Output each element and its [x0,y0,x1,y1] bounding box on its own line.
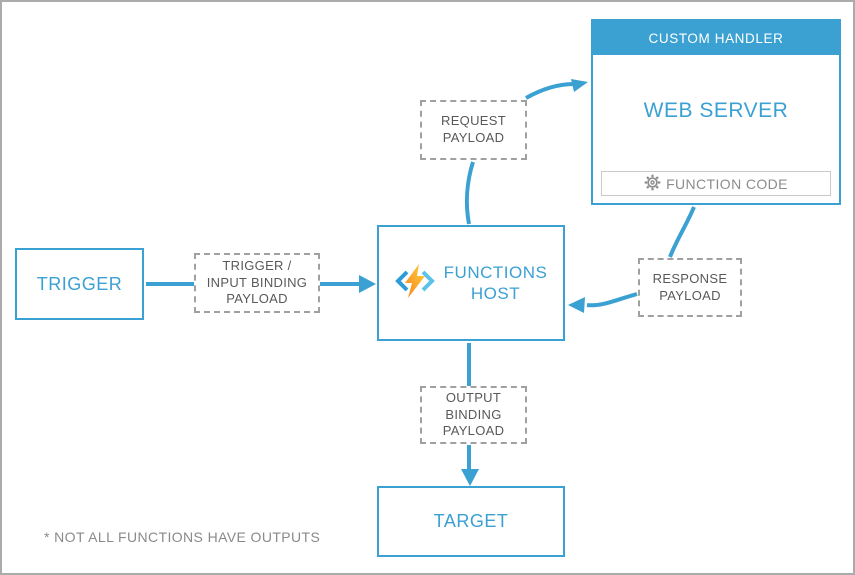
footnote: * NOT ALL FUNCTIONS HAVE OUTPUTS [44,529,321,545]
arrowhead-into-host-right [568,297,585,313]
target-label: TARGET [433,511,509,531]
output-binding-payload-box: OUTPUT BINDING PAYLOAD [420,386,527,444]
trigger-node: TRIGGER [15,248,144,320]
function-code-label: FUNCTION CODE [666,175,788,192]
function-code-bar: FUNCTION CODE [601,171,831,196]
web-server-label: WEB SERVER [643,99,789,122]
arrow-request-to-handler-line [525,82,575,100]
response-payload-box: RESPONSE PAYLOAD [638,258,742,317]
arrow-response-to-host-line [586,292,638,308]
request-payload-box: REQUEST PAYLOAD [420,100,527,160]
trigger-input-binding-payload-box: TRIGGER / INPUT BINDING PAYLOAD [194,253,320,313]
trigger-input-binding-payload-label: TRIGGER / INPUT BINDING PAYLOAD [206,257,308,307]
arrowhead-into-host-left [359,275,376,293]
output-binding-payload-label: OUTPUT BINDING PAYLOAD [442,389,505,439]
request-payload-label: REQUEST PAYLOAD [441,113,506,145]
custom-handler-title: CUSTOM HANDLER [648,30,784,46]
response-payload-label: RESPONSE PAYLOAD [652,270,728,303]
trigger-label: TRIGGER [36,273,123,294]
arrow-handler-to-response-line [668,206,696,258]
functions-host-label: FUNCTIONS HOST [443,262,548,303]
target-node: TARGET [377,486,565,557]
arrow-host-to-request-line [464,161,475,225]
functions-host-node: FUNCTIONS HOST [377,225,565,341]
arrowhead-into-target [461,469,479,486]
custom-handler-node: CUSTOM HANDLER WEB SERVER [591,19,841,205]
gear-icon [644,174,661,194]
azure-functions-lightning-icon [394,263,435,304]
arrowhead-into-handler [571,79,588,92]
custom-handler-header: CUSTOM HANDLER [593,21,839,55]
web-server-area: WEB SERVER [593,55,839,167]
